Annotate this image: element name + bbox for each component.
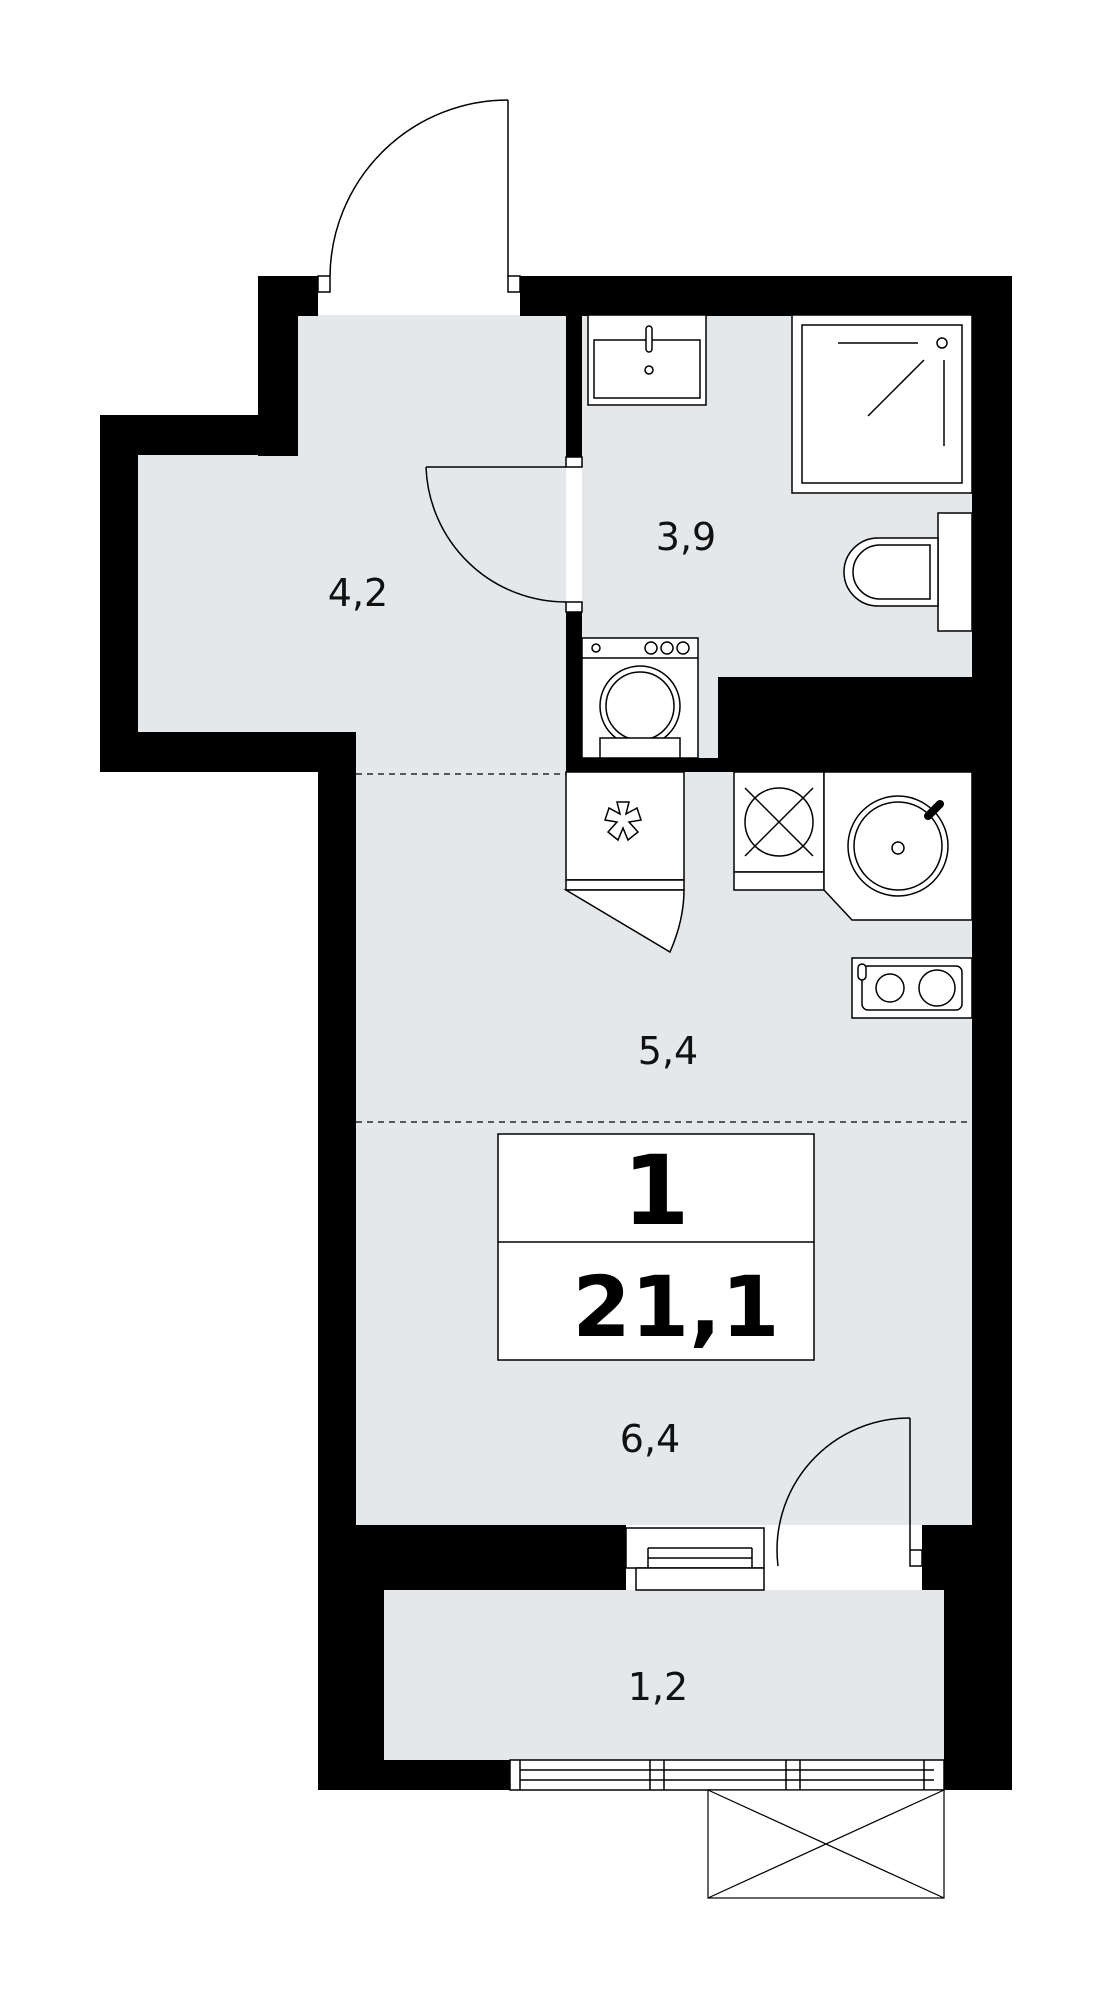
hall-floor <box>138 315 566 771</box>
balcony-window-sill <box>635 1567 765 1591</box>
bathroom-door-jamb-bottom <box>565 601 583 613</box>
kitchen-sink <box>823 771 973 921</box>
summary-box-frame <box>497 1133 815 1361</box>
shower-tray <box>791 314 973 494</box>
wall-balcony-bottom-left <box>318 1760 510 1790</box>
wall-left-bottom-step <box>100 732 356 772</box>
fridge-door-swing <box>563 889 685 954</box>
toilet <box>843 512 973 632</box>
washer-base <box>599 737 681 759</box>
balcony-window <box>625 1527 765 1591</box>
area-label-balcony: 1,2 <box>628 1665 688 1709</box>
shower-inner <box>801 324 963 484</box>
wall-bath-bottom <box>566 758 718 772</box>
summary-box: 1 21,1 <box>497 1133 815 1361</box>
wall-top <box>520 276 1012 316</box>
wall-far-left <box>100 415 138 772</box>
hob-knob <box>857 963 867 981</box>
glazing-frame <box>509 1759 945 1791</box>
hob-burner-1 <box>875 973 905 1003</box>
entrance-door-jamb-right <box>507 275 521 293</box>
area-label-kitchen: 5,4 <box>638 1029 698 1073</box>
wall-bath-left-upper <box>566 315 582 457</box>
kitchen-sink-faucet <box>924 800 944 820</box>
bathroom-door-jamb-top <box>565 456 583 468</box>
shower-drain <box>936 337 948 349</box>
sink-faucet <box>645 325 653 353</box>
entrance-door-swing <box>329 99 509 277</box>
toilet-tank <box>937 512 973 632</box>
kitchen-sink-drain <box>891 841 905 855</box>
walls <box>100 276 1012 1790</box>
wall-bath-notch <box>718 677 972 772</box>
wall-bath-left-lower <box>566 612 582 772</box>
hob-burner-2 <box>918 969 956 1007</box>
entrance-door-jamb-left <box>317 275 331 293</box>
external-unit-diag-2 <box>707 1789 945 1899</box>
snowflake-icon <box>604 801 642 842</box>
wall-living-bottom-right <box>922 1525 1012 1590</box>
shower-line-diag <box>867 359 925 417</box>
balcony-door-jamb <box>909 1549 923 1567</box>
washing-machine <box>581 637 699 759</box>
wall-balcony-right <box>944 1590 1012 1790</box>
area-label-living: 6,4 <box>620 1417 680 1461</box>
balcony-external-unit <box>707 1789 945 1899</box>
washer-knob-1 <box>591 643 601 653</box>
washer-knob-3 <box>660 641 674 655</box>
balcony-floor <box>384 1590 944 1760</box>
entrance-door <box>317 99 521 293</box>
bathroom-door <box>425 456 583 613</box>
fridge <box>563 771 685 954</box>
hob-two-burner <box>851 957 973 1019</box>
area-label-bathroom: 3,9 <box>656 515 716 559</box>
washer-drum-inner <box>605 671 675 741</box>
toilet-bowl-inner <box>852 544 931 600</box>
cooktop <box>733 771 825 891</box>
cooktop-cross-2 <box>744 787 814 857</box>
room-count: 1 <box>623 1135 690 1247</box>
bathroom-door-swing <box>425 466 567 603</box>
balcony-door <box>776 1417 923 1567</box>
snowflake-shape <box>604 801 642 842</box>
balcony-door-swing <box>776 1417 911 1567</box>
sink-drain <box>644 365 654 375</box>
fridge-base <box>565 879 685 891</box>
wall-balcony-left <box>318 1590 384 1790</box>
balcony-glazing <box>509 1759 945 1791</box>
washer-knob-4 <box>676 641 690 655</box>
cooktop-base <box>733 871 825 891</box>
wall-living-bottom-left <box>318 1525 626 1590</box>
area-label-hall: 4,2 <box>328 571 388 615</box>
washer-knob-2 <box>644 641 658 655</box>
bathroom-sink <box>587 314 707 406</box>
total-area: 21,1 <box>572 1258 779 1356</box>
